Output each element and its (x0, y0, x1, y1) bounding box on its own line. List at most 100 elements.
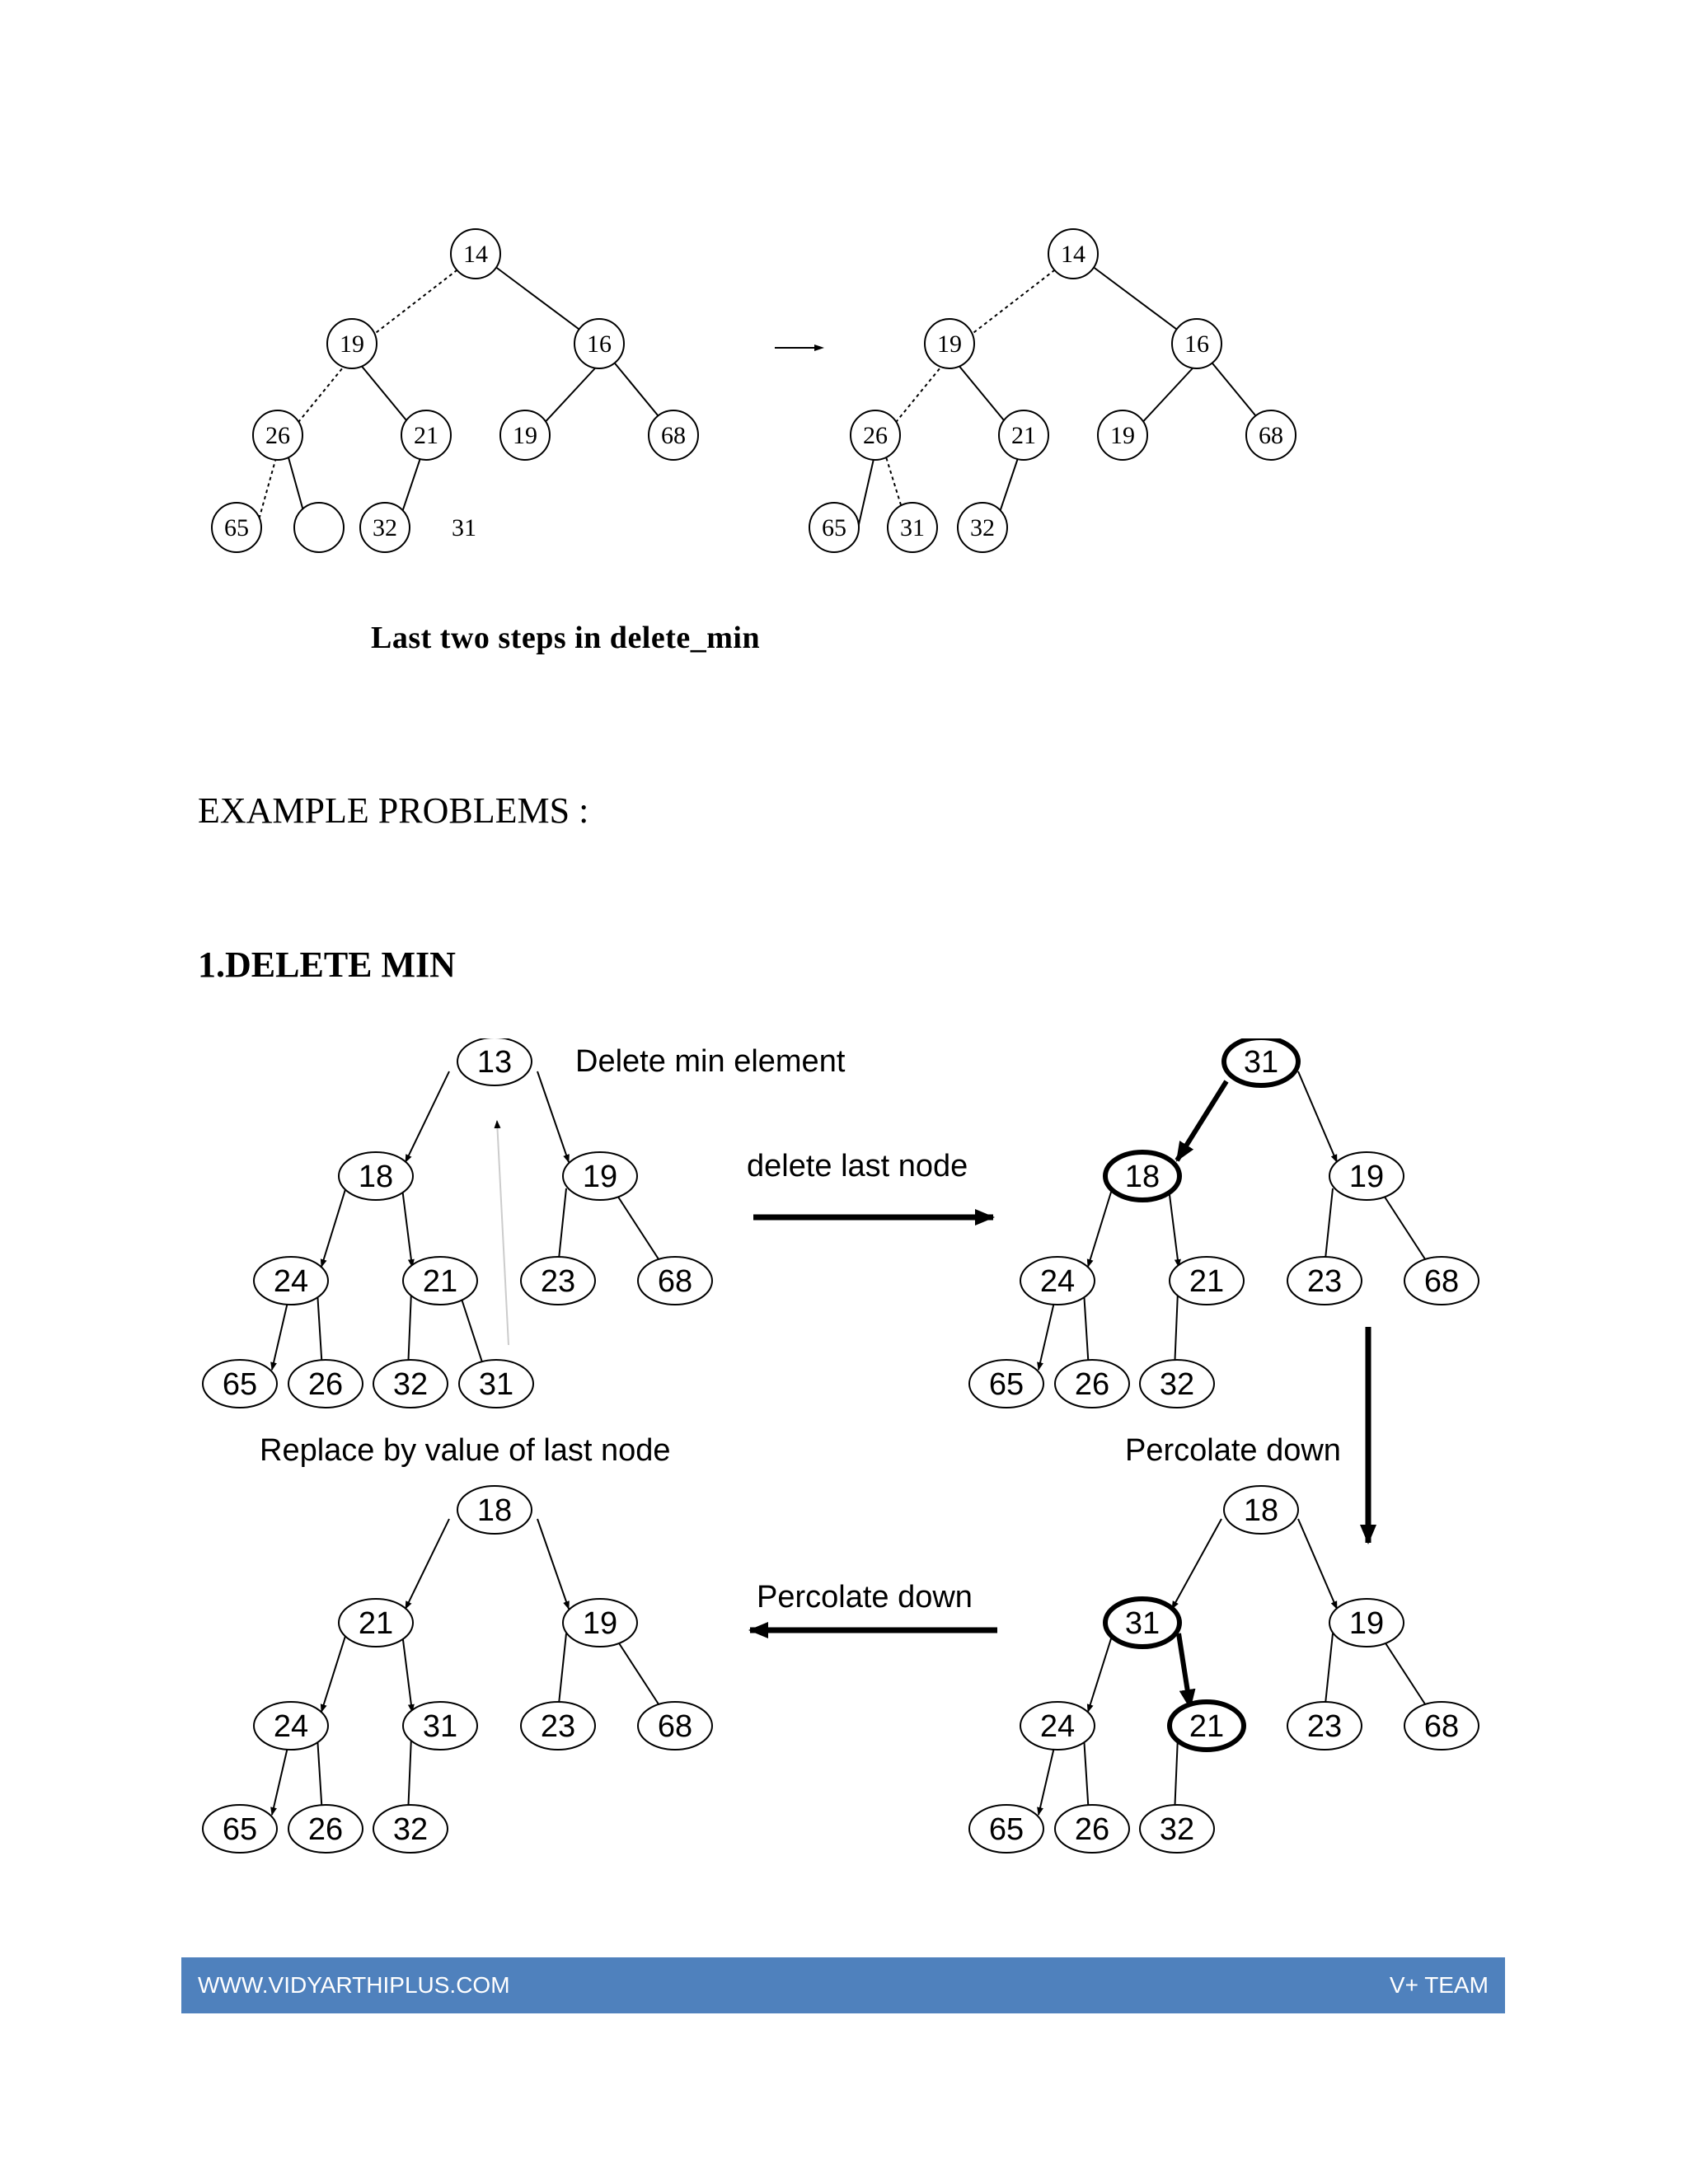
tree-node (1171, 318, 1222, 369)
tree-node (402, 1256, 478, 1305)
tree-node (202, 1804, 278, 1854)
tree-node (637, 1256, 713, 1305)
tree-node (1404, 1701, 1479, 1750)
highlighted-node (1103, 1150, 1182, 1202)
tree-node (968, 1359, 1044, 1408)
node-value: 68 (1424, 1709, 1459, 1744)
footer-website: WWW.VIDYARTHIPLUS.COM (198, 1972, 510, 1998)
tree-node (1287, 1701, 1362, 1750)
node-value: 24 (274, 1709, 308, 1744)
node-value: 14 (1061, 241, 1085, 268)
tree-node (887, 502, 938, 553)
node-value: 19 (1110, 422, 1135, 449)
node-value: 31 (1244, 1045, 1278, 1080)
node-value: 65 (224, 514, 249, 541)
tree-node (402, 1701, 478, 1750)
tree-node (957, 502, 1008, 553)
node-value: 21 (414, 422, 438, 449)
node-value: 18 (359, 1160, 393, 1194)
node-value: 21 (423, 1264, 457, 1299)
empty-tree-node (293, 502, 345, 553)
tree-node (253, 1701, 329, 1750)
tree-node (211, 502, 262, 553)
delete-last-node-label: delete last node (747, 1149, 968, 1183)
node-value: 19 (583, 1160, 617, 1194)
tree-node (202, 1359, 278, 1408)
node-value: 26 (308, 1367, 343, 1402)
tree-node (968, 1804, 1044, 1854)
tree-node (252, 410, 303, 461)
node-value: 19 (340, 330, 364, 358)
node-value: 65 (223, 1367, 257, 1402)
tree-node (1287, 1256, 1362, 1305)
tree-node (520, 1701, 596, 1750)
tree-node (1020, 1701, 1095, 1750)
floating-value: 31 (452, 514, 476, 541)
tree-node (373, 1804, 448, 1854)
node-value: 23 (541, 1264, 575, 1299)
tree-node (648, 410, 699, 461)
highlighted-node (1167, 1699, 1246, 1752)
tree-node (520, 1256, 596, 1305)
tree-node (288, 1359, 363, 1408)
tree-node (288, 1804, 363, 1854)
tree-node (1054, 1804, 1130, 1854)
heap-delete-min-figure: 14 19 16 26 21 19 68 65 32 31 14 19 16 2… (211, 228, 1296, 553)
tree-node (499, 410, 551, 461)
node-value: 65 (223, 1812, 257, 1847)
tree-node (253, 1256, 329, 1305)
tree-node (326, 318, 377, 369)
node-value: 32 (1160, 1367, 1194, 1402)
node-value: 32 (1160, 1812, 1194, 1847)
section-heading: EXAMPLE PROBLEMS : (198, 790, 589, 831)
tree-node (1048, 228, 1099, 279)
tree-node (1245, 410, 1296, 461)
node-value: 68 (658, 1264, 692, 1299)
node-value: 16 (587, 330, 612, 358)
tree-node (574, 318, 625, 369)
tree-node (809, 502, 860, 553)
node-value: 26 (265, 422, 290, 449)
node-value: 13 (477, 1045, 512, 1080)
node-value: 65 (989, 1812, 1024, 1847)
page-footer: WWW.VIDYARTHIPLUS.COM V+ TEAM (181, 1957, 1505, 2013)
delete-min-example-figure: 13 18 19 24 21 23 68 65 26 32 31 31 18 1… (202, 1038, 1479, 1854)
node-value: 19 (1349, 1606, 1384, 1641)
subsection-heading: 1.DELETE MIN (198, 944, 456, 985)
highlighted-node (1103, 1596, 1182, 1649)
tree-node (1223, 1485, 1299, 1535)
node-value: 26 (308, 1812, 343, 1847)
node-value: 32 (970, 514, 995, 541)
tree-node (998, 410, 1049, 461)
tree-node (1404, 1256, 1479, 1305)
node-value: 21 (1011, 422, 1036, 449)
tree-node (1097, 410, 1148, 461)
node-value: 19 (937, 330, 962, 358)
node-value: 31 (423, 1709, 457, 1744)
highlighted-node (1221, 1038, 1301, 1088)
footer-team: V+ TEAM (1389, 1972, 1489, 1998)
node-value: 32 (393, 1812, 428, 1847)
tree-node (1020, 1256, 1095, 1305)
node-value: 19 (583, 1606, 617, 1641)
tree-node (338, 1151, 414, 1201)
node-value: 32 (393, 1367, 428, 1402)
tree-node (562, 1598, 638, 1647)
node-value: 26 (1075, 1367, 1109, 1402)
node-value: 24 (274, 1264, 308, 1299)
tree-node (924, 318, 975, 369)
node-value: 21 (1189, 1709, 1224, 1744)
tree-node (457, 1485, 532, 1535)
node-value: 24 (1040, 1264, 1075, 1299)
node-value: 18 (1244, 1493, 1278, 1528)
node-value: 23 (541, 1709, 575, 1744)
node-value: 21 (359, 1606, 393, 1641)
node-value: 68 (658, 1709, 692, 1744)
tree-node (1329, 1598, 1404, 1647)
node-value: 32 (373, 514, 397, 541)
node-value: 65 (822, 514, 846, 541)
node-value: 14 (463, 241, 488, 268)
node-value: 31 (1125, 1606, 1160, 1641)
node-value: 16 (1184, 330, 1209, 358)
node-value: 19 (513, 422, 537, 449)
